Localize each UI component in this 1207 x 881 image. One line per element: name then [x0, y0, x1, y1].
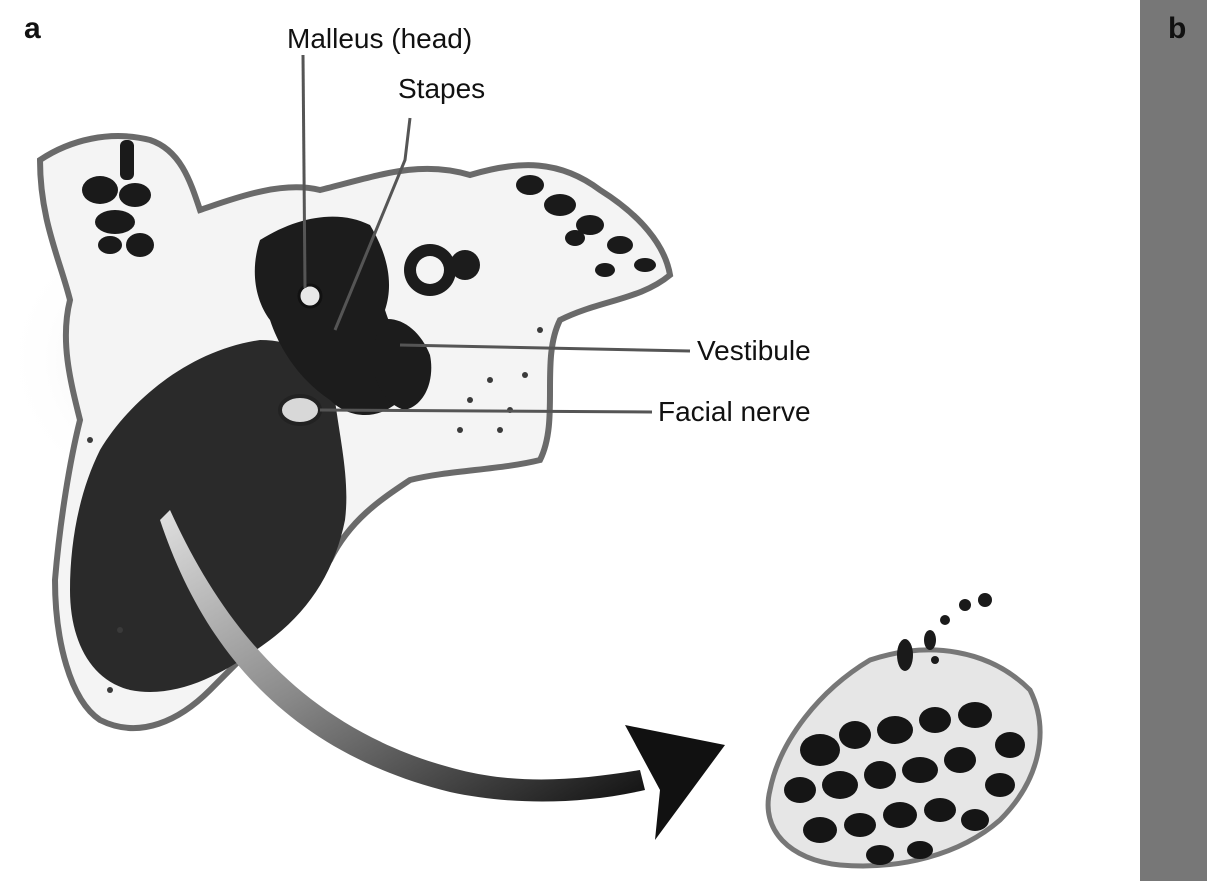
magnified-air-cells [765, 593, 1043, 869]
panel-letter-b: b [1168, 12, 1187, 45]
label-stapes: Stapes [398, 73, 486, 104]
malleus-head-shape [297, 283, 323, 309]
mastoid-cells-right [516, 175, 656, 277]
facial-nerve-leader [319, 408, 653, 414]
ct-image-panel-b [1140, 0, 1207, 881]
vestibule-leader [399, 343, 691, 353]
vestibule-shape [372, 319, 432, 410]
label-malleus-head: Malleus (head) [287, 23, 473, 54]
middle-ear-cavity [254, 216, 404, 415]
label-vestibule: Vestibule [697, 335, 811, 366]
cochlea-shape [404, 244, 480, 296]
leader-lines [301, 54, 691, 414]
ear-canal-dark-mass [70, 340, 347, 692]
malleus-leader [301, 54, 307, 289]
stapes-leader [333, 117, 412, 331]
magnification-arrow-head [625, 725, 725, 840]
label-facial-nerve: Facial nerve [658, 396, 811, 427]
panel-letter-a: a [24, 12, 41, 45]
mastoid-cells-left [82, 140, 154, 257]
facial-nerve-canal [278, 394, 322, 426]
magnification-arrow-shaft [160, 510, 645, 802]
